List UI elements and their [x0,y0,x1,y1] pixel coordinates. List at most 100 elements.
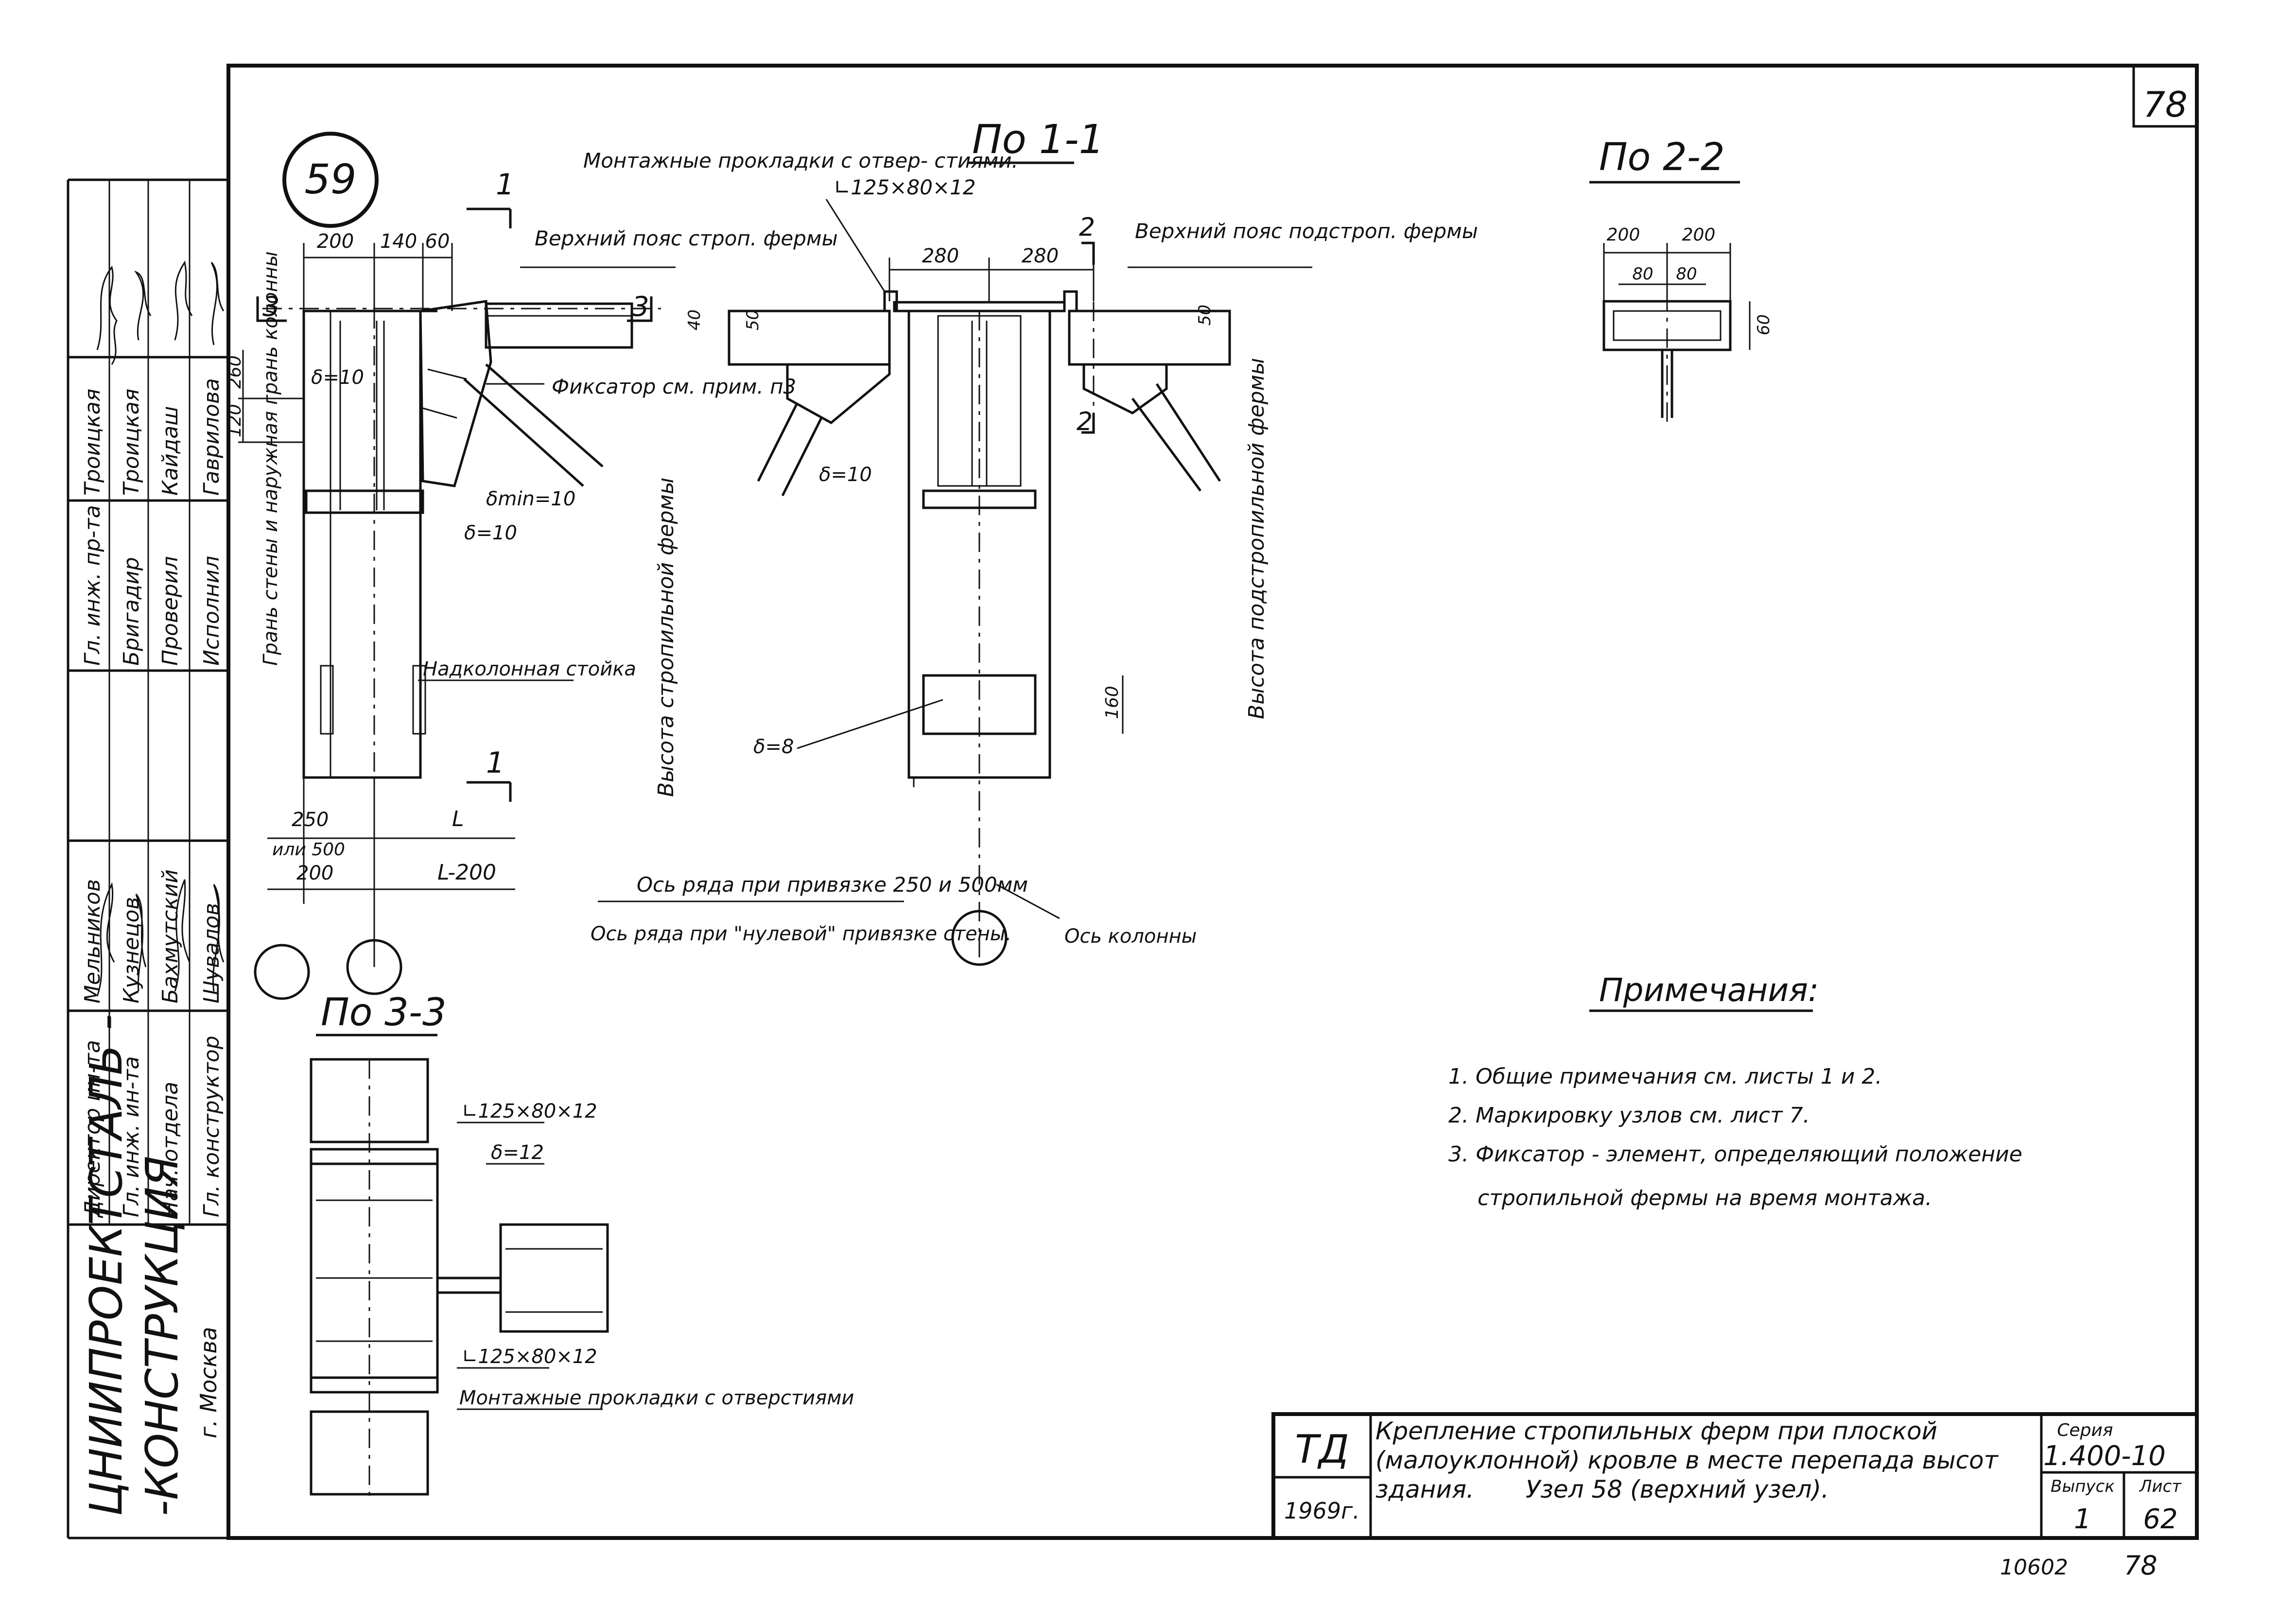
s2-dim-200-right: 200 [1682,225,1716,245]
dim-200: 200 [317,230,354,253]
label-angle-s3-bottom: ∟125×80×12 [462,1346,597,1368]
cut-mark-3-right: 3 [632,291,649,323]
org-city: г. Москва [195,1327,222,1438]
dim-120: 120 [225,404,245,437]
title-text-box: Крепление стропильных ферм при плоской (… [1375,1417,1998,1503]
label-fixator: Фиксатор см. прим. п3 [552,375,796,398]
leader-delta8 [797,699,943,749]
label-delta10-gusset: δ=10 [464,522,517,544]
role-brigadier: Бригадир [119,557,144,666]
cut-mark-1-top: 1 [496,168,514,202]
name-3: Бахмутский [158,869,183,1003]
label-angle-s3-top: ∟125×80×12 [462,1100,597,1123]
role-dept-head: Нач. отдела [158,1082,183,1217]
series-value: 1.400-10 [2043,1440,2166,1472]
node-number: 59 [305,156,357,203]
cut-mark-2-top: 2 [1079,213,1095,242]
issue-label: Выпуск [2051,1477,2115,1496]
role-project-engineer: Гл. инж. пр-та [80,505,105,666]
label-delta10-section1: δ=10 [819,464,872,486]
corner-sheet-number: 78 [2143,84,2188,125]
dim-280-left: 280 [922,245,959,267]
role-checked: Проверил [158,556,183,666]
section-3-title: По 3-3 [321,991,447,1035]
dim-50-right: 50 [1195,305,1215,326]
title-year: 1969г. [1284,1498,1360,1524]
name-6: Троицкая [119,389,144,496]
title-main: Крепление стропильных ферм при плоской (… [1375,1417,1998,1503]
role-director: Директор ин-та [80,1040,105,1218]
title-node: Узел 58 (верхний узел). [1525,1475,1829,1503]
title-td: ТД [1295,1427,1349,1472]
dim-160: 160 [1102,686,1122,719]
section-1-view [728,242,1231,957]
label-column-axis: Ось колонны [1064,925,1197,948]
dim-50-left: 50 [743,310,763,330]
footer-code: 10602 [2000,1555,2068,1580]
dim-L: L [452,807,464,831]
dim-200-bottom: 200 [296,862,333,884]
footer-page: 78 [2124,1550,2157,1581]
label-supra-column: Надколонная стойка [423,658,636,680]
cut-mark-2-bottom: 2 [1077,407,1093,436]
section-3-view [310,1058,609,1497]
label-truss-height: Высота стропильной фермы [654,477,678,797]
name-2: Кузнецов [119,897,144,1003]
name-8: Гаврилова [199,378,224,496]
note-2: 2. Маркировку узлов см. лист 7. [1448,1103,1810,1128]
section-2-view [1602,243,1751,428]
dim-L-200: L-200 [437,860,496,885]
label-delta8: δ=8 [753,736,794,758]
role-chief-designer: Гл. конструктор [199,1036,224,1217]
title-block-frame [1271,1412,2199,1540]
side-stamp-block [68,180,228,1226]
label-subtruss-height: Высота подстропильной фермы [1244,358,1269,719]
axis-circle-zero [254,944,310,1000]
dim-140: 140 [380,230,417,253]
note-3-cont: стропильной фермы на время монтажа. [1478,1186,1932,1210]
bottom-dimensions [267,778,904,967]
note-3: 3. Фиксатор - элемент, определяющий поло… [1448,1142,2022,1167]
label-top-chord-truss: Верхний пояс строп. фермы [535,226,838,250]
series-label: Серия [2057,1420,2113,1440]
section-1-dimensions [888,258,1124,734]
column-axis-circle [951,910,1008,966]
dim-280-right: 280 [1022,245,1059,267]
issue-value: 1 [2074,1503,2091,1535]
role-chief-engineer: Гл. инж. ин-та [119,1056,144,1217]
node-number-marker: 59 [282,132,379,228]
label-top-chord-subtruss: Верхний пояс подстроп. фермы [1135,219,1478,243]
notes-heading: Примечания: [1599,971,1819,1009]
label-delta12: δ=12 [491,1141,544,1164]
name-5: Троицкая [80,389,105,496]
s2-dim-60: 60 [1754,314,1774,335]
label-mount-pads: Монтажные прокладки с отвер- стиями. [583,149,1018,173]
leader-angle-top [825,199,886,292]
s2-dim-80-right: 80 [1676,264,1697,284]
sheet-label: Лист [2139,1477,2182,1496]
signatures [96,260,225,997]
leader-column-axis [996,883,1060,919]
section-2-title: По 2-2 [1599,136,1725,179]
org-name-line2: -КОНСТРУКЦИЯ [136,1156,188,1516]
label-delta10-column: δ=10 [311,366,364,389]
dim-260: 260 [225,355,245,389]
s2-dim-200-left: 200 [1607,225,1640,245]
dim-250: 250 [292,809,329,831]
cut-mark-1-bottom: 1 [486,746,504,780]
label-wall-face: Грань стены и наружная грань колонны [260,251,282,666]
top-dimension-chain [303,243,453,311]
label-delta-min10: δmin=10 [486,488,575,510]
axis-circle-row [346,939,402,995]
left-dimension-chain [238,350,304,443]
role-executed: Исполнил [199,556,224,666]
sheet-value: 62 [2143,1503,2177,1535]
dim-60: 60 [425,230,450,253]
dim-40: 40 [685,310,704,330]
main-elevation [256,207,661,802]
label-angle-top: ∟125×80×12 [834,175,976,199]
label-row-axis-500: Ось ряда при привязке 250 и 500мм [637,873,1028,897]
org-name-line1: ЦНИИПРОЕКТСТАЛЬ - [80,1014,132,1516]
label-row-axis-zero: Ось ряда при "нулевой" привязке стены. [591,923,1011,945]
